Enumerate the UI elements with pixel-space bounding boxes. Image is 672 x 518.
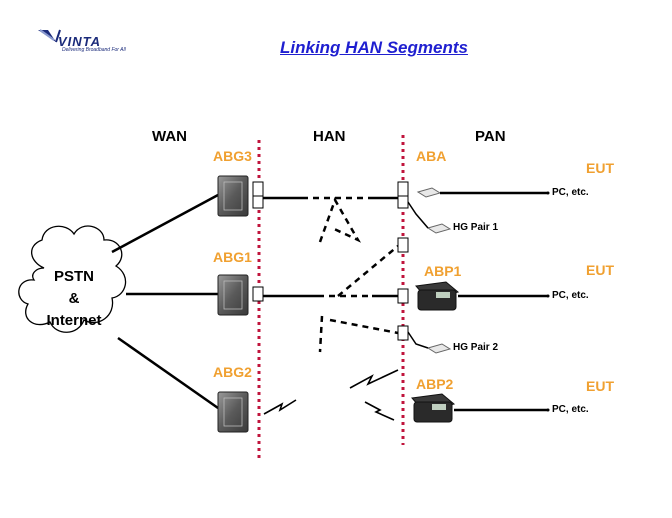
outlet-abg1-icon (252, 286, 264, 302)
vinta-logo-icon (38, 29, 61, 43)
zone-label-pan: PAN (475, 128, 506, 145)
wan-line-abg3 (111, 193, 219, 254)
device-label-abg1: ABG1 (213, 249, 252, 265)
abg1-gateway-icon (217, 274, 249, 316)
aba-adapter-icon (416, 187, 442, 198)
eut-label-middle: EUT (586, 262, 614, 278)
eut-label-bottom: EUT (586, 378, 614, 394)
cloud-label-pstn: PSTN (53, 268, 94, 285)
cloud-label-amp: & (68, 290, 80, 307)
outlet-aba-icon (397, 181, 409, 197)
device-label-abp2: ABP2 (416, 376, 454, 392)
outlet-abg3-icon (252, 181, 264, 197)
device-label-abg3: ABG3 (213, 148, 252, 164)
device-label-abp1: ABP1 (424, 263, 462, 279)
pc-label-top: PC, etc. (552, 187, 589, 198)
pc-label-middle: PC, etc. (552, 290, 589, 301)
outlet-hg1-icon (397, 237, 409, 253)
zone-label-han: HAN (313, 128, 346, 145)
device-label-aba: ABA (416, 148, 447, 164)
abp1-phone-icon (415, 281, 460, 311)
abp2-phone-icon (411, 393, 456, 423)
cloud-label-internet: Internet (46, 312, 102, 329)
hg-pair1-label: HG Pair 1 (453, 222, 499, 233)
device-label-abg2: ABG2 (213, 364, 252, 380)
page-title: Linking HAN Segments (280, 38, 468, 57)
wireless-bolt-abp2-icon (364, 401, 395, 421)
abg2-gateway-icon (217, 391, 249, 433)
outlet-hg2-icon (397, 325, 409, 341)
hg-pair1-adapter-icon (426, 223, 452, 234)
wireless-bolt-han-icon (349, 369, 399, 389)
outlet-abp1-icon (397, 288, 409, 304)
wan-line-abg2 (117, 336, 219, 410)
vinta-logo-wordmark: VINTA (58, 34, 102, 49)
abg3-gateway-icon (217, 175, 249, 217)
hg-pair2-label: HG Pair 2 (453, 342, 499, 353)
vinta-logo-tagline: Delivering Broadband For All (62, 47, 126, 53)
pc-label-bottom: PC, etc. (552, 404, 589, 415)
eut-label-top: EUT (586, 160, 614, 176)
zone-label-wan: WAN (152, 128, 187, 145)
pstn-internet-cloud-icon (18, 225, 127, 333)
hg-pair2-adapter-icon (426, 343, 452, 354)
wireless-bolt-abg2-icon (263, 399, 297, 415)
